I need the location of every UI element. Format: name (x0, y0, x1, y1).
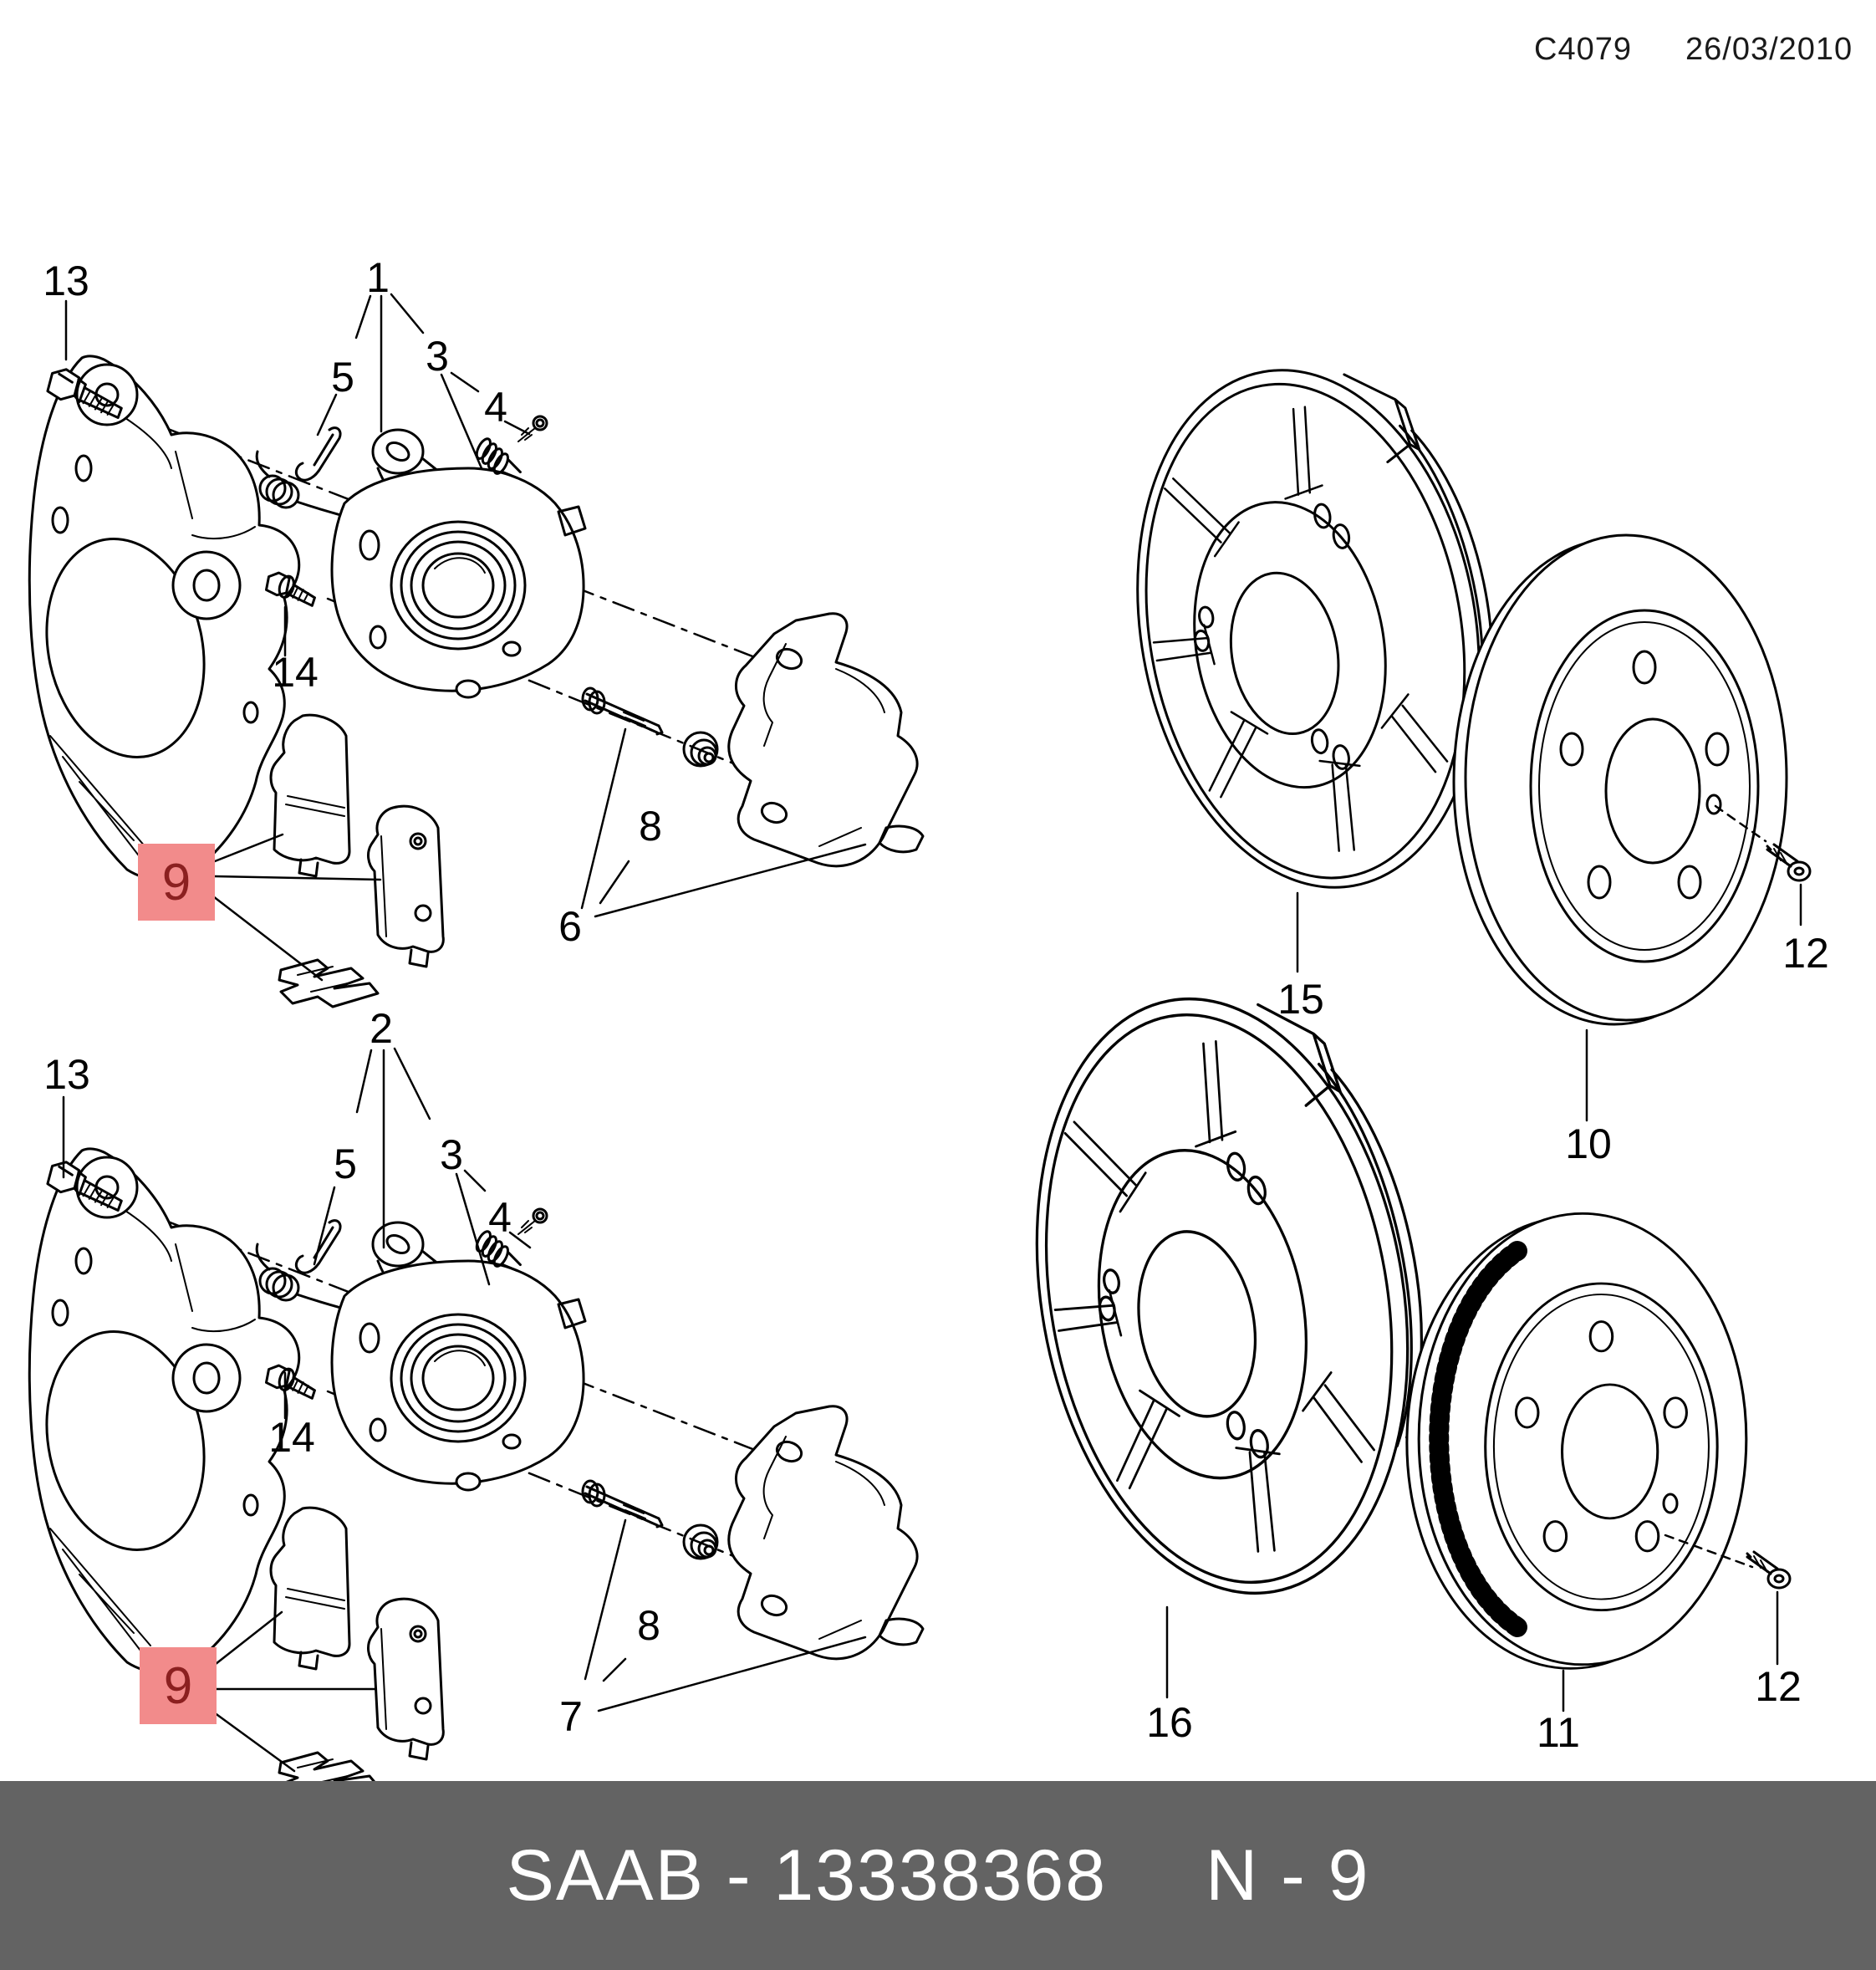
callout-6[interactable]: 6 (558, 903, 582, 950)
callout-10[interactable]: 10 (1565, 1120, 1612, 1167)
callout-13[interactable]: 13 (43, 258, 89, 304)
lower-leader-lines (62, 1047, 1779, 1773)
upper-diagram (28, 293, 1812, 1122)
highlighted-callout-9[interactable]: 9 (140, 1647, 217, 1724)
callout-15[interactable]: 15 (1277, 976, 1324, 1023)
callout-2[interactable]: 2 (370, 1005, 393, 1052)
upper-leader-lines (64, 293, 1802, 1122)
callout-5[interactable]: 5 (334, 1141, 357, 1187)
callout-12[interactable]: 12 (1782, 930, 1829, 977)
lower-diagram (28, 965, 1792, 1799)
callout-4[interactable]: 4 (484, 384, 507, 431)
callout-16[interactable]: 16 (1146, 1699, 1193, 1746)
callout-3[interactable]: 3 (426, 333, 449, 380)
callout-1[interactable]: 1 (366, 254, 390, 301)
callout-14[interactable]: 14 (268, 1414, 315, 1461)
drawing-date: 26/03/2010 (1685, 32, 1853, 67)
part-number-bar: SAAB - 13338368 N - 9 (0, 1781, 1876, 1970)
callout-4[interactable]: 4 (488, 1194, 512, 1241)
callout-8[interactable]: 8 (637, 1602, 660, 1649)
highlighted-callout-9[interactable]: 9 (138, 844, 215, 921)
callout-11[interactable]: 11 (1537, 1709, 1580, 1756)
callout-13[interactable]: 13 (43, 1051, 90, 1098)
callout-5[interactable]: 5 (331, 354, 354, 401)
callout-12[interactable]: 12 (1755, 1663, 1802, 1710)
callout-7[interactable]: 7 (559, 1693, 583, 1740)
page-ref-text: N - 9 (1206, 1835, 1370, 1916)
part-number-text: SAAB - 13338368 (506, 1835, 1108, 1916)
drawing-code: C4079 (1534, 32, 1632, 67)
callout-14[interactable]: 14 (272, 649, 319, 696)
callout-3[interactable]: 3 (440, 1131, 463, 1178)
callout-8[interactable]: 8 (639, 803, 662, 850)
